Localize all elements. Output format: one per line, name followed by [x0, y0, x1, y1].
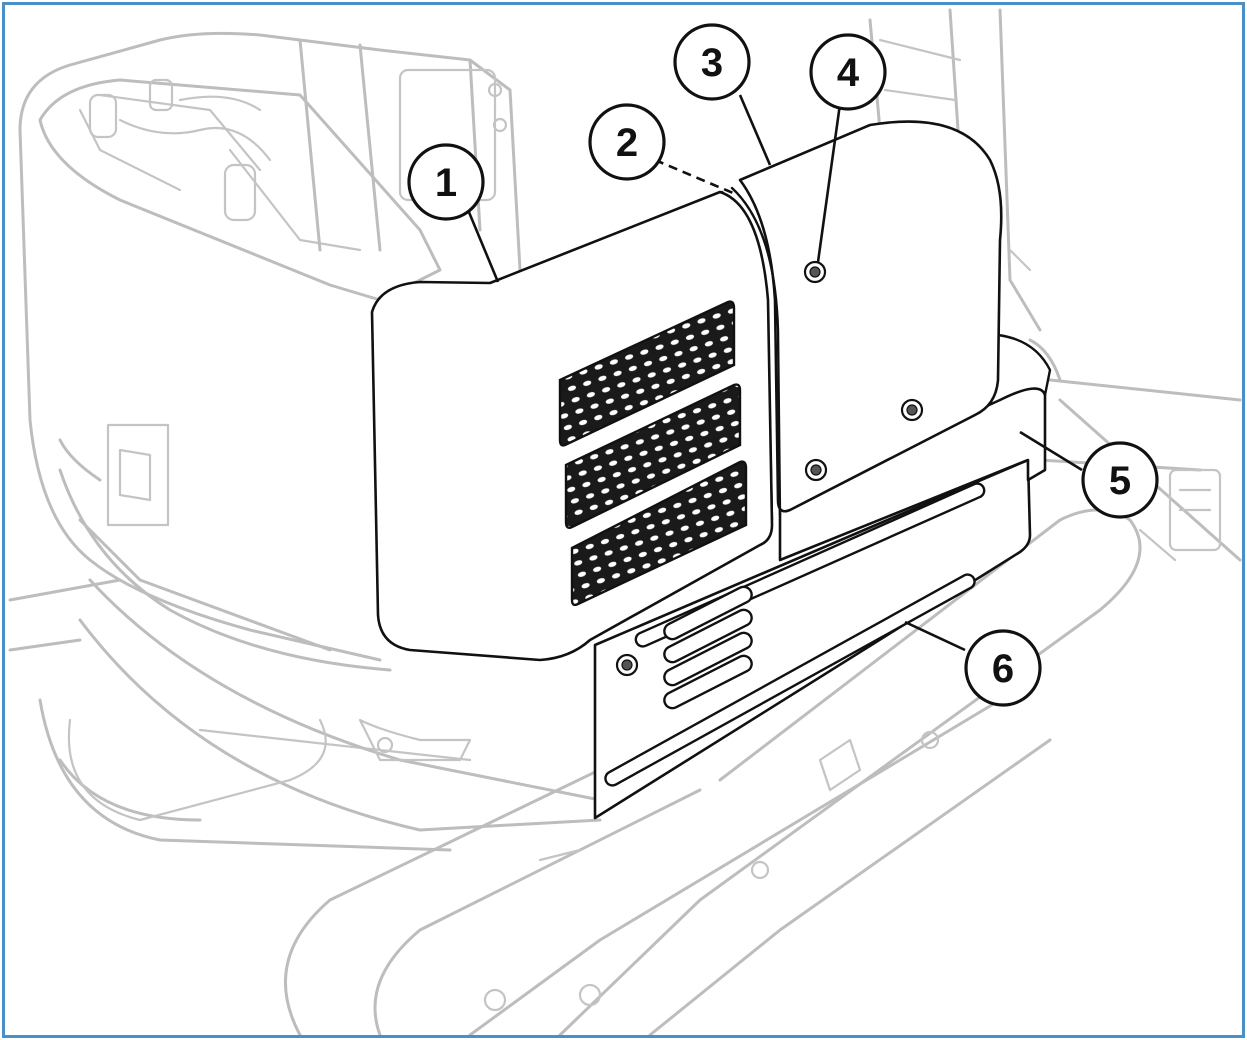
track-roller-c	[578, 983, 602, 1007]
machine-background	[8, 8, 1242, 1037]
track-roller-d	[483, 988, 507, 1012]
hose-run	[118, 95, 272, 162]
grille-panel-lower	[570, 460, 748, 607]
track-roller-b	[920, 730, 940, 750]
filter-canister-a	[88, 93, 118, 139]
engine-bay-detail-a	[78, 93, 362, 252]
filter-canister-c	[148, 78, 174, 112]
lower-plate-vent-slot-1	[663, 585, 753, 641]
callout-1: 1	[407, 143, 485, 221]
track-belt-front	[284, 758, 702, 1037]
right-bumper-box	[778, 387, 1047, 562]
lower-plate-vent-slot-2	[663, 608, 753, 664]
grille-panel-upper	[558, 300, 736, 447]
tow-point	[358, 718, 472, 762]
leader-6	[904, 620, 966, 652]
upper-body-outline	[18, 31, 522, 662]
leader-2	[654, 158, 734, 195]
side-logo-plate	[106, 423, 170, 527]
callout-4-label: 4	[837, 51, 860, 95]
callout-2-label: 2	[616, 121, 638, 165]
callout-3: 3	[673, 23, 751, 101]
track-roller-a	[750, 860, 770, 880]
track-belt-rear	[558, 508, 1142, 1037]
track-detail	[198, 728, 862, 862]
right-deck	[1028, 338, 1242, 562]
seal-strip-edge	[730, 186, 782, 517]
tow-point-bolt	[376, 736, 394, 754]
leader-4	[816, 103, 842, 263]
leader-5	[1019, 430, 1083, 472]
callout-3-label: 3	[701, 41, 723, 85]
lower-plate-vent-slot-4	[663, 654, 753, 710]
right-cover-bolt-mid	[900, 398, 924, 422]
callout-2: 2	[588, 103, 666, 181]
track-frame-lower	[468, 698, 1052, 1037]
cab-panel-detail	[878, 38, 1032, 272]
rear-bumper-base	[78, 578, 602, 832]
lower-plate-part-6	[593, 418, 1032, 820]
bracket-bolt-a	[487, 82, 503, 98]
leader-lines	[464, 94, 1083, 652]
callout-6: 6	[964, 629, 1042, 707]
left-track	[8, 578, 452, 852]
lower-plate-vent-slot-3	[663, 631, 753, 687]
side-logo-mark	[118, 448, 152, 502]
grille-panel-middle	[564, 383, 742, 530]
right-cover-bolt-low	[804, 458, 828, 482]
lower-plate-bolt	[615, 653, 639, 677]
right-cover-part-3	[738, 120, 1003, 513]
leader-1	[464, 204, 500, 283]
left-cover-part-1	[370, 190, 774, 662]
callout-5: 5	[1081, 441, 1159, 519]
callout-1-label: 1	[435, 161, 457, 205]
bracket-bolt-b	[492, 117, 508, 133]
lower-plate-long-slot-lower	[604, 573, 976, 787]
lower-body-outline	[58, 438, 392, 672]
right-bumper-lip	[996, 333, 1052, 397]
callout-6-label: 6	[992, 647, 1014, 691]
control-pedestal-detail	[1138, 488, 1212, 562]
right-cover-bolt-top	[803, 260, 827, 284]
leader-3	[738, 94, 772, 166]
cable-loop	[67, 718, 327, 822]
callout-4: 4	[809, 33, 887, 111]
callout-5-label: 5	[1109, 459, 1131, 503]
control-pedestal	[1168, 468, 1222, 552]
filter-canister-b	[223, 163, 257, 222]
engine-bay-rim	[38, 78, 442, 302]
